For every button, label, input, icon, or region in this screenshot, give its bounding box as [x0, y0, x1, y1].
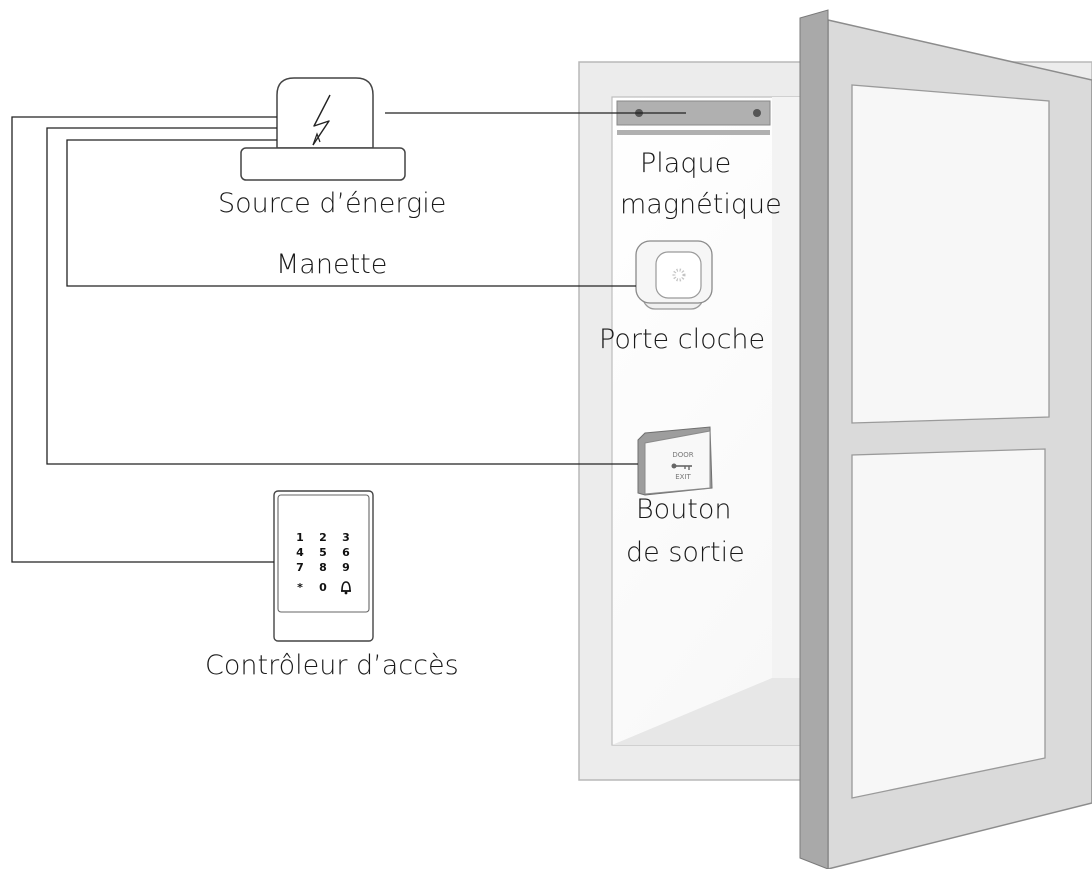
label-handle: Manette	[276, 249, 387, 280]
wire-exit-button-to-power	[46, 127, 638, 465]
wiring	[11, 112, 686, 563]
power-source-device	[240, 77, 406, 181]
door-leaf	[799, 9, 1092, 869]
label-doorbell: Porte cloche	[599, 324, 765, 355]
magnetic-plate	[616, 100, 771, 135]
keypad-key: 5	[319, 546, 327, 559]
doorbell-icon	[655, 251, 702, 299]
label-power-source: Source d’énergie	[218, 188, 446, 219]
exit-plate-bottom-text: EXIT	[675, 473, 691, 481]
wire-doorbell-to-power	[66, 139, 636, 287]
label-exit-button-line1: Bouton	[636, 494, 732, 525]
keypad-key: *	[297, 581, 303, 594]
keypad-key: 9	[342, 561, 350, 574]
label-exit-button-line2: de sortie	[626, 537, 745, 568]
key-icon	[671, 463, 692, 470]
bell-icon	[341, 581, 351, 595]
wire-controller-to-power	[11, 116, 277, 563]
keypad: 1 2 3 4 5 6 7 8 9 * 0	[296, 531, 351, 595]
exit-button-device: DOOR EXIT	[637, 426, 713, 496]
labels: Source d’énergie Manette Plaque magnétiq…	[205, 148, 782, 681]
access-controller-device: 1 2 3 4 5 6 7 8 9 * 0	[273, 490, 374, 642]
keypad-key: 4	[296, 546, 304, 559]
doorbell-device	[635, 240, 713, 310]
keypad-key: 8	[319, 561, 327, 574]
keypad-key: 3	[342, 531, 350, 544]
keypad-key: 2	[319, 531, 327, 544]
lightning-bolt-icon	[312, 94, 331, 146]
keypad-key: 6	[342, 546, 350, 559]
label-magnetic-plate-line1: Plaque	[640, 148, 731, 179]
label-magnetic-plate-line2: magnétique	[620, 189, 782, 220]
keypad-key: 7	[296, 561, 304, 574]
exit-plate-top-text: DOOR	[672, 451, 693, 459]
keypad-key: 0	[319, 581, 327, 594]
keypad-key: 1	[296, 531, 304, 544]
label-access-controller: Contrôleur d’accès	[205, 650, 459, 681]
